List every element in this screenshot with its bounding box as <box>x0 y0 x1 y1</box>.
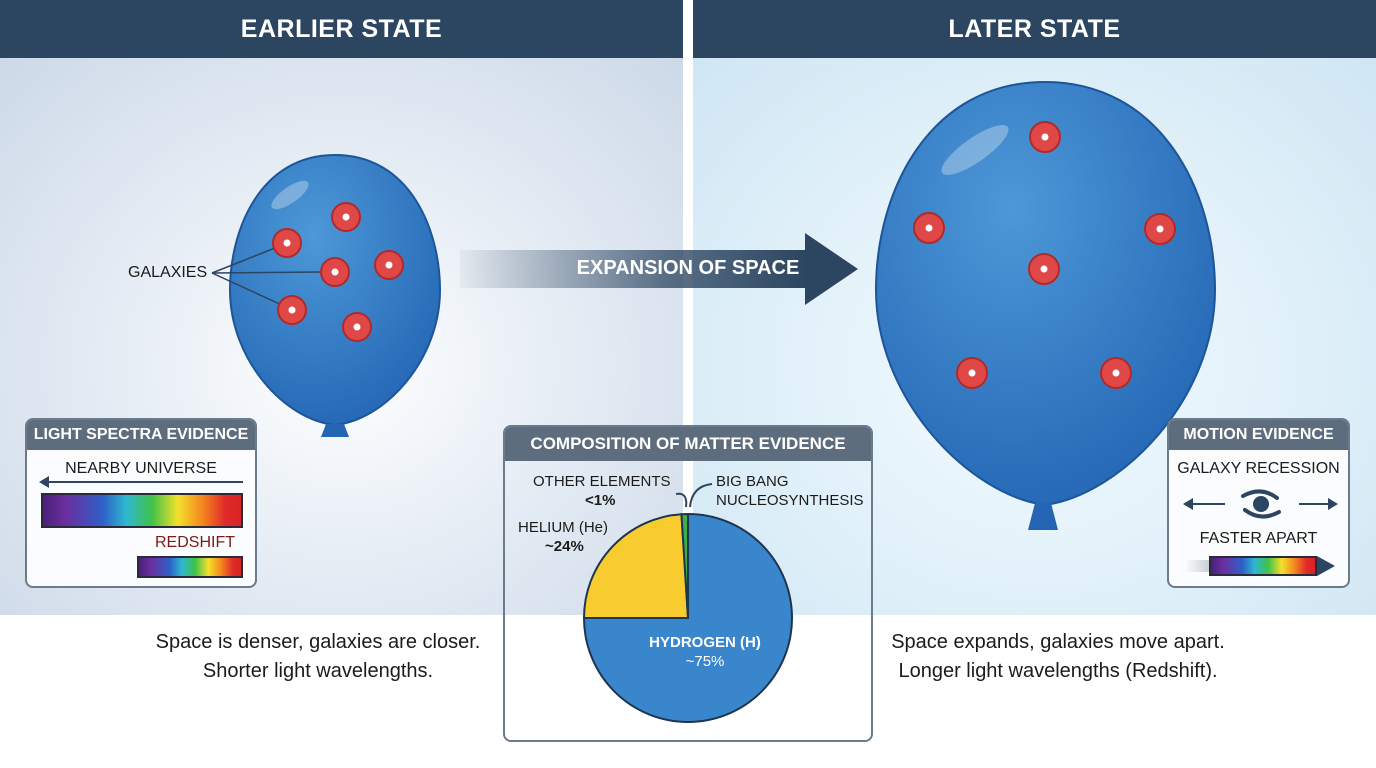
other-elements-label: OTHER ELEMENTS <box>533 473 671 490</box>
bbn-label-line2: NUCLEOSYNTHESIS <box>716 492 864 509</box>
later-caption-line2: Longer light wavelengths (Redshift). <box>898 660 1218 682</box>
earlier-caption: Space is denser, galaxies are closer. Sh… <box>98 628 538 686</box>
later-caption: Space expands, galaxies move apart. Long… <box>838 628 1278 686</box>
earlier-caption-line1: Space is denser, galaxies are closer. <box>155 631 481 653</box>
expansion-label: EXPANSION OF SPACE <box>576 257 800 279</box>
galaxy-recession-label: GALAXY RECESSION <box>1177 460 1340 477</box>
left-arrow-icon <box>41 481 243 483</box>
right-arrow-icon <box>1317 556 1335 576</box>
motion-box: MOTION EVIDENCE GALAXY RECESSION FASTER … <box>1167 418 1350 588</box>
galaxy-dots <box>272 121 1176 389</box>
pie-chart <box>582 512 793 723</box>
hydrogen-label: HYDROGEN (H) <box>649 634 761 651</box>
bbn-pointer-arrow <box>689 483 713 508</box>
redshift-spectrum-bar <box>137 556 243 578</box>
header-earlier-state: EARLIER STATE <box>0 0 683 58</box>
pie-slice-other <box>680 512 689 619</box>
faster-spectrum-bar <box>1209 556 1317 576</box>
header-later-state: LATER STATE <box>693 0 1376 58</box>
helium-value: ~24% <box>545 538 584 555</box>
helium-label: HELIUM (He) <box>518 519 609 536</box>
galaxy-pointer-lines <box>211 245 321 307</box>
expansion-arrow <box>460 233 858 305</box>
small-balloon <box>228 153 442 437</box>
pie-slice-helium <box>582 513 690 619</box>
nearby-spectrum-bar <box>41 493 243 528</box>
nearby-universe-label: NEARBY UNIVERSE <box>65 460 217 477</box>
motion-title: MOTION EVIDENCE <box>1169 420 1348 450</box>
composition-box: COMPOSITION OF MATTER EVIDENCE <box>503 425 873 742</box>
hydrogen-value: ~75% <box>685 653 725 670</box>
pie-slice-hydrogen <box>582 512 793 723</box>
bbn-label-line1: BIG BANG <box>716 473 789 490</box>
composition-title: COMPOSITION OF MATTER EVIDENCE <box>505 427 871 461</box>
spiral-galaxy-icon <box>1241 489 1281 519</box>
galaxies-label: GALAXIES <box>128 264 208 281</box>
redshift-label: REDSHIFT <box>155 534 235 551</box>
light-spectra-title: LIGHT SPECTRA EVIDENCE <box>27 420 255 450</box>
recession-arrows-icon <box>1183 489 1338 519</box>
faster-apart-label: FASTER APART <box>1199 530 1318 547</box>
light-spectra-box: LIGHT SPECTRA EVIDENCE NEARBY UNIVERSE R… <box>25 418 257 588</box>
earlier-caption-line2: Shorter light wavelengths. <box>202 660 434 682</box>
other-pointer-arrow <box>675 492 688 508</box>
later-caption-line1: Space expands, galaxies move apart. <box>891 631 1225 653</box>
large-balloon <box>874 80 1217 530</box>
other-elements-value: <1% <box>585 492 616 509</box>
